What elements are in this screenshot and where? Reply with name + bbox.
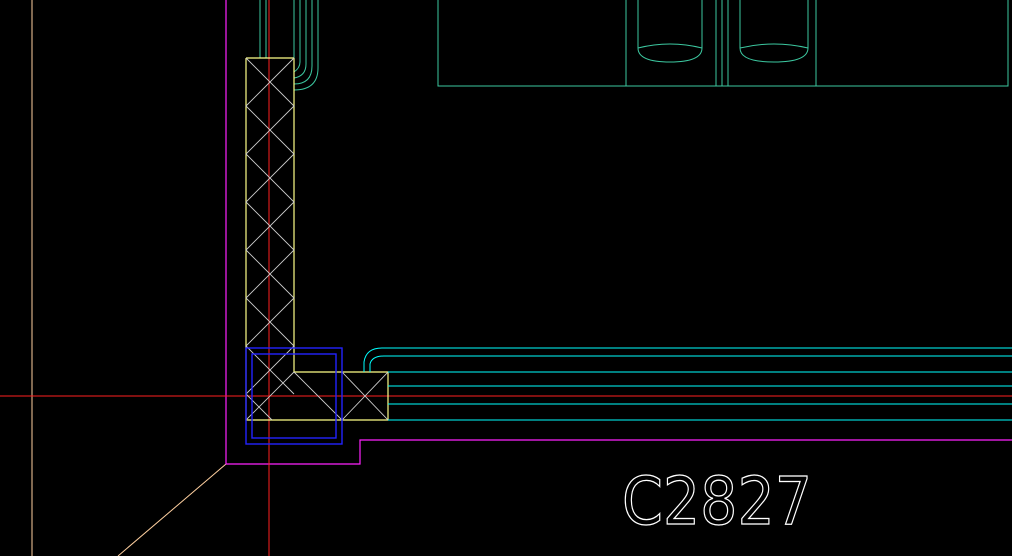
window-assembly[interactable] <box>363 347 1012 421</box>
door-jamb-top[interactable] <box>259 0 319 91</box>
window-tag-label[interactable]: C2827 <box>621 462 812 540</box>
structural-column[interactable] <box>245 347 343 445</box>
pale-diagonal-line <box>117 463 227 556</box>
furniture-block[interactable] <box>437 0 1009 87</box>
floor-outline[interactable] <box>225 0 1012 465</box>
